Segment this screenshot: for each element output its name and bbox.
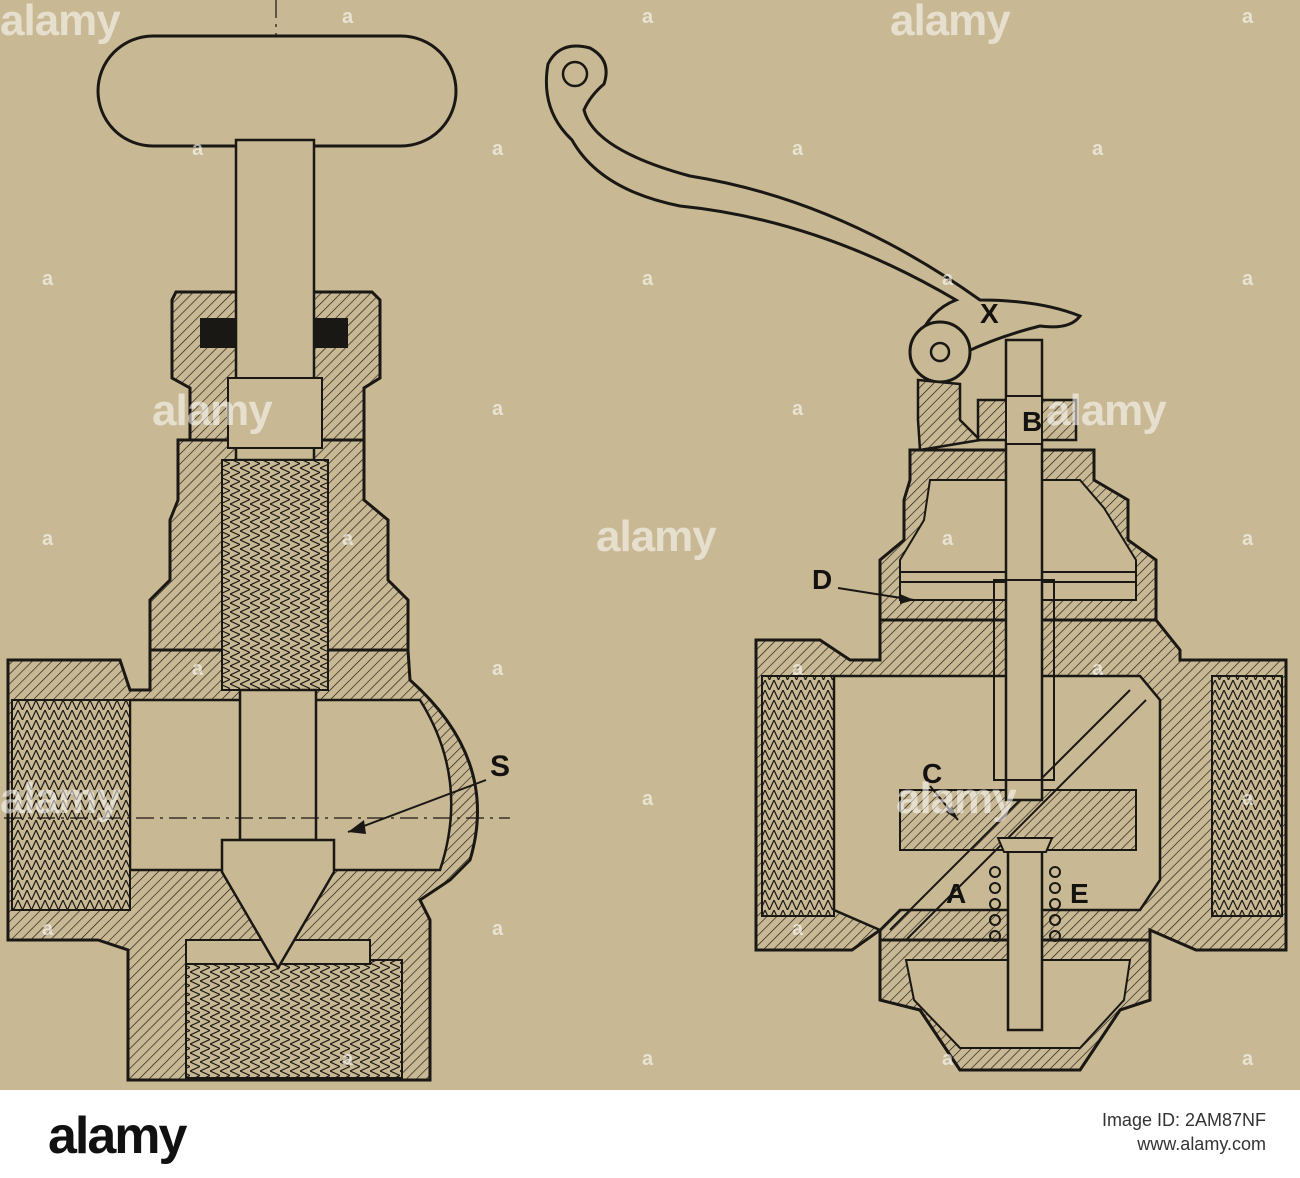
watermark: alamy [896,774,1017,823]
watermark-mark: a [642,268,654,290]
watermark-mark: a [342,528,354,550]
label-e: E [1070,878,1089,909]
watermark: alamy [0,774,121,823]
stem-b-pass [1005,395,1043,445]
stock-footer: alamy Image ID: 2AM87NF www.alamy.com [0,1090,1300,1178]
watermark-mark: a [792,138,804,160]
label-c: C [922,758,943,789]
d-arrowhead [900,594,914,604]
watermark-mark: a [342,6,354,28]
lever-hole [561,60,589,88]
c-arrowhead [946,806,958,820]
watermark-mark: a [42,918,54,940]
watermark-mark: a [42,528,54,550]
stem-b-housing [993,579,1055,781]
spindle-head [996,837,1054,853]
watermark-mark: a [942,528,954,550]
diagonal-passage-2 [905,699,1147,941]
watermark: alamy [152,386,273,435]
watermark-mark: a [1242,788,1254,810]
watermark-mark: a [42,268,54,290]
watermark-mark: a [492,918,504,940]
watermark-mark: a [642,6,654,28]
globe-valve-left [4,0,510,1082]
watermark: alamy [0,0,121,45]
watermark-mark: a [1092,658,1104,680]
stem-thread [221,459,329,691]
watermark-mark: a [192,138,204,160]
watermark-mark: a [492,398,504,420]
label-b: B [1022,406,1043,437]
valve-diagrams [4,0,1288,1082]
watermark-mark: a [642,788,654,810]
pivot-bracket [916,378,983,452]
watermark-mark: a [192,658,204,680]
watermark: alamy [1046,386,1167,435]
watermark-mark: a [492,658,504,680]
lever-handle [544,44,1083,382]
stem-guide [227,377,323,449]
quick-acting-valve-right [544,44,1288,1072]
diagonal-passage [889,689,1131,931]
s-arrowhead [348,820,366,834]
lower-stem [238,688,318,842]
watermark-mark: a [942,1048,954,1070]
outlet-thread [185,959,403,1079]
label-x: X [980,298,999,329]
s-leader [347,779,487,833]
right-inlet-thread [761,675,835,917]
illustration: S X B D C A E alamy alamy alamy alamy al… [0,0,1288,1082]
watermark: alamy [596,512,717,561]
watermark-mark: a [1092,138,1104,160]
handwheel [96,34,458,148]
label-a: A [946,878,967,909]
watermark-mark: a [1242,6,1254,28]
image-id: Image ID: 2AM87NF [1101,1110,1266,1130]
watermark-mark: a [1242,268,1254,290]
right-outlet-thread [1211,675,1283,917]
watermark-mark: a [792,918,804,940]
watermark-mark: a [1242,528,1254,550]
watermark-mark: a [342,1048,354,1070]
cone-plug [220,838,336,971]
site-url[interactable]: www.alamy.com [1137,1134,1266,1154]
label-s: S [490,750,511,783]
roller-pin [929,341,951,363]
watermark-mark: a [792,398,804,420]
spring-e [989,866,1061,942]
watermark-mark: a [642,1048,654,1070]
watermark-mark: a [1242,1048,1254,1070]
watermark: alamy [890,0,1011,45]
inlet-thread [11,699,131,911]
footer-image-info: Image ID: 2AM87NF www.alamy.com [1102,1108,1266,1156]
spindle-a [1006,838,1044,1032]
footer-logo[interactable]: alamy [48,1107,187,1165]
watermark-mark: a [792,658,804,680]
watermark-mark: a [492,138,504,160]
watermark-mark: a [942,268,954,290]
label-d: D [812,564,833,595]
